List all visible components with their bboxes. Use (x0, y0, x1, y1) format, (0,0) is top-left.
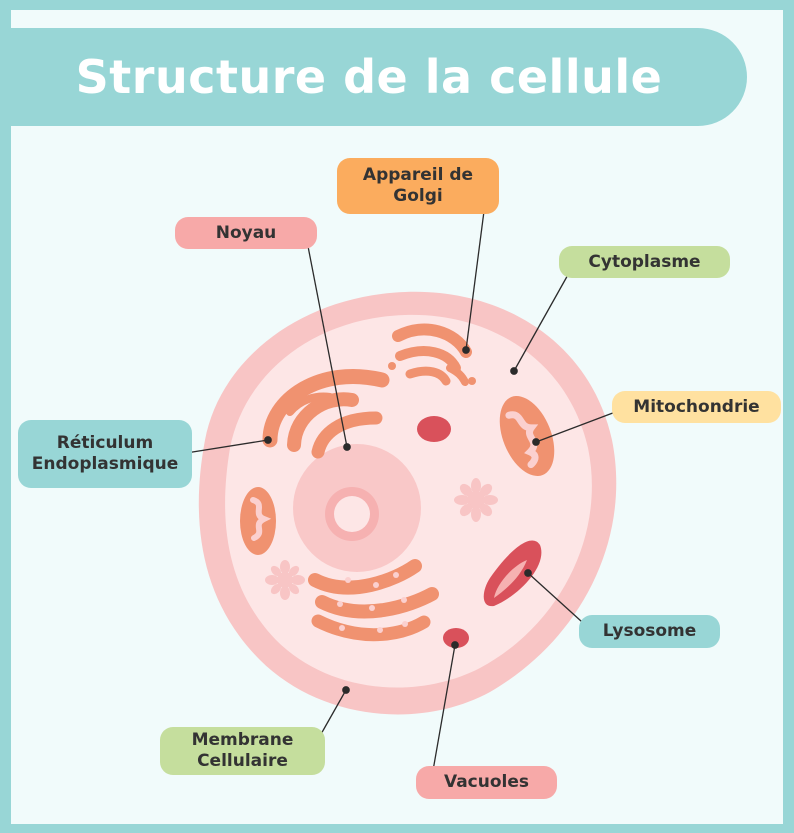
mitochondrion-left (240, 487, 276, 555)
mitochondrion-right (499, 396, 555, 476)
label-cytoplasme: Cytoplasme (559, 246, 730, 278)
leader-cytoplasme (513, 263, 575, 372)
nucleolus (334, 496, 370, 532)
golgi-apparatus (392, 323, 472, 386)
vacuole-small (417, 416, 451, 442)
golgi-vesicle (388, 362, 396, 370)
leader-vacuoles (430, 644, 456, 783)
ribosomes (337, 572, 408, 633)
golgi-vesicle (468, 377, 476, 385)
label-reticulum: Réticulum Endoplasmique (18, 420, 192, 488)
rough-endoplasmic-reticulum (308, 559, 439, 642)
centrosome-center (454, 478, 498, 522)
vacuole (443, 628, 469, 648)
endoplasmic-reticulum (262, 368, 390, 459)
title-banner: Structure de la cellule (11, 28, 747, 126)
label-mitochondrie: Mitochondrie (612, 391, 781, 423)
label-lysosome: Lysosome (579, 615, 720, 648)
leader-noyau (305, 235, 348, 448)
label-noyau: Noyau (175, 217, 317, 249)
label-golgi: Appareil de Golgi (337, 158, 499, 214)
leader-mitochondrie (535, 407, 627, 443)
label-membrane: Membrane Cellulaire (160, 727, 325, 775)
page-title: Structure de la cellule (75, 50, 663, 104)
leader-golgi (465, 187, 488, 351)
centrosome-left (265, 560, 305, 600)
leader-reticulum (179, 439, 269, 455)
label-vacuoles: Vacuoles (416, 766, 557, 799)
lysosome (483, 540, 542, 607)
